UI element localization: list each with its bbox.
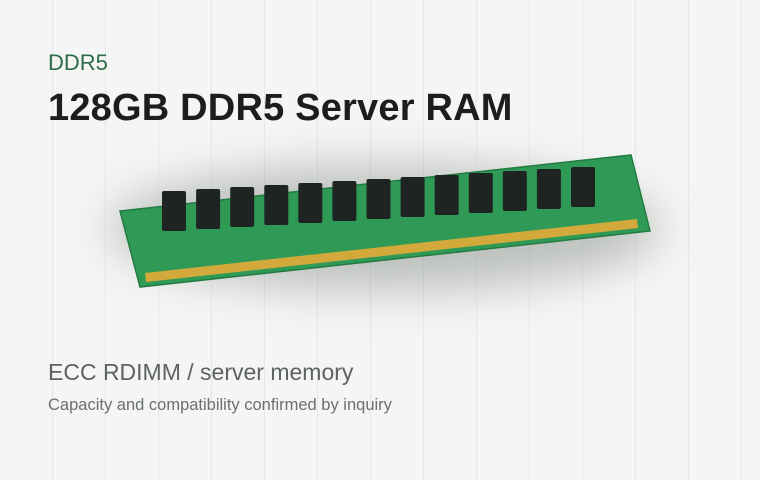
memory-chip <box>571 167 595 207</box>
product-subtitle: ECC RDIMM / server memory <box>48 359 354 385</box>
category-label: DDR5 <box>48 50 108 75</box>
inquiry-note: Capacity and compatibility confirmed by … <box>48 396 392 414</box>
memory-chip <box>434 175 459 215</box>
memory-chip <box>366 179 391 219</box>
ram-module <box>119 154 651 288</box>
memory-chip <box>298 183 323 223</box>
memory-chips <box>162 167 595 231</box>
gold-contacts <box>145 219 638 282</box>
memory-chip <box>536 169 561 209</box>
memory-chip <box>502 171 527 211</box>
product-title: 128GB DDR5 Server RAM <box>48 87 513 129</box>
memory-chip <box>162 191 186 231</box>
memory-chip <box>468 173 493 213</box>
memory-chip <box>230 187 255 227</box>
memory-chip <box>332 181 357 221</box>
memory-chip <box>196 189 221 229</box>
memory-chip <box>400 177 425 217</box>
memory-chip <box>264 185 289 225</box>
